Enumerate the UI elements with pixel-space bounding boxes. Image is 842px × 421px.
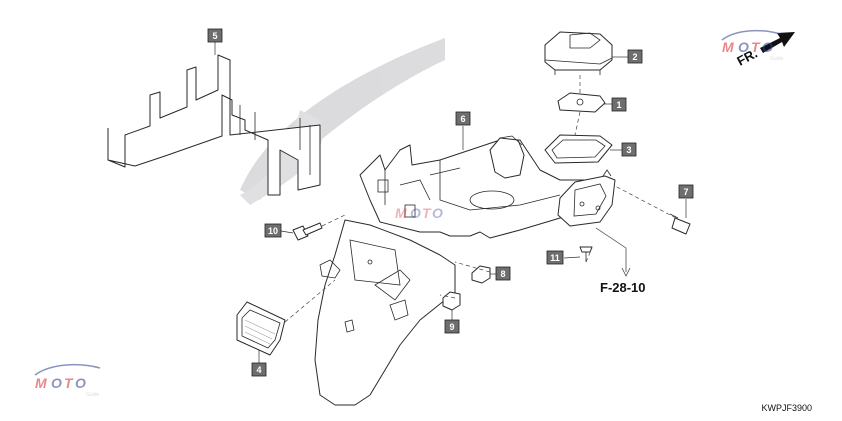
svg-text:7: 7 — [683, 187, 688, 197]
svg-text:O: O — [762, 39, 773, 55]
motorcycle-silhouette-icon — [721, 29, 781, 41]
svg-text:O: O — [410, 205, 421, 221]
pad-part-1[interactable] — [557, 92, 606, 113]
reference-label-f-28-10[interactable]: F-28-10 — [600, 280, 646, 295]
svg-text:Guide: Guide — [770, 56, 784, 62]
bolt-part-7[interactable] — [669, 213, 691, 235]
svg-text:M: M — [35, 375, 47, 391]
svg-text:8: 8 — [500, 269, 505, 279]
callout-9: 9 — [444, 319, 460, 334]
svg-text:T: T — [751, 39, 761, 55]
svg-text:M: M — [395, 205, 407, 221]
svg-text:6: 6 — [460, 114, 465, 124]
svg-text:O: O — [75, 375, 86, 391]
svg-text:11: 11 — [550, 253, 560, 263]
callout-11: 11 — [546, 250, 564, 265]
svg-text:O: O — [738, 39, 749, 55]
svg-text:9: 9 — [449, 322, 454, 332]
svg-text:3: 3 — [626, 145, 631, 155]
nut-part-8[interactable] — [471, 265, 491, 284]
callout-10: 10 — [264, 223, 282, 238]
callout-5: 5 — [207, 28, 223, 43]
watermark-logo-center: M O T O — [395, 205, 443, 221]
svg-text:T: T — [422, 205, 432, 221]
motorcycle-silhouette-icon — [34, 363, 101, 376]
cover-part-2[interactable] — [544, 31, 613, 75]
svg-text:1: 1 — [616, 100, 621, 110]
watermark-logo-top-right: M O T O Guide — [721, 29, 784, 62]
callout-2: 2 — [627, 49, 643, 64]
svg-text:M: M — [722, 39, 734, 55]
svg-text:O: O — [51, 375, 62, 391]
svg-text:T: T — [64, 375, 74, 391]
callout-7: 7 — [678, 184, 694, 199]
taillight-housing[interactable] — [557, 169, 616, 227]
svg-text:O: O — [432, 205, 443, 221]
svg-text:Guide: Guide — [86, 392, 100, 398]
watermark-logo-bottom-left: M O T O Guide — [34, 363, 101, 398]
license-plate-mudguard[interactable] — [314, 219, 456, 406]
screw-part-11[interactable] — [579, 246, 593, 262]
bolt-part-10[interactable] — [292, 222, 323, 241]
svg-text:2: 2 — [632, 52, 637, 62]
callout-4: 4 — [251, 362, 267, 377]
callout-1: 1 — [611, 97, 627, 112]
gasket-part-3[interactable] — [544, 134, 613, 164]
svg-text:5: 5 — [212, 31, 217, 41]
callout-8: 8 — [495, 266, 511, 281]
leader-lines — [214, 42, 687, 363]
front-direction-arrow-icon — [760, 32, 795, 53]
diagram-code: KWPJF3900 — [761, 403, 812, 413]
bracket-part-5[interactable] — [107, 54, 321, 196]
svg-text:10: 10 — [268, 226, 278, 236]
callout-3: 3 — [621, 142, 637, 157]
callout-6: 6 — [455, 111, 471, 126]
svg-text:4: 4 — [256, 365, 261, 375]
reflector-part-4[interactable] — [236, 301, 286, 356]
